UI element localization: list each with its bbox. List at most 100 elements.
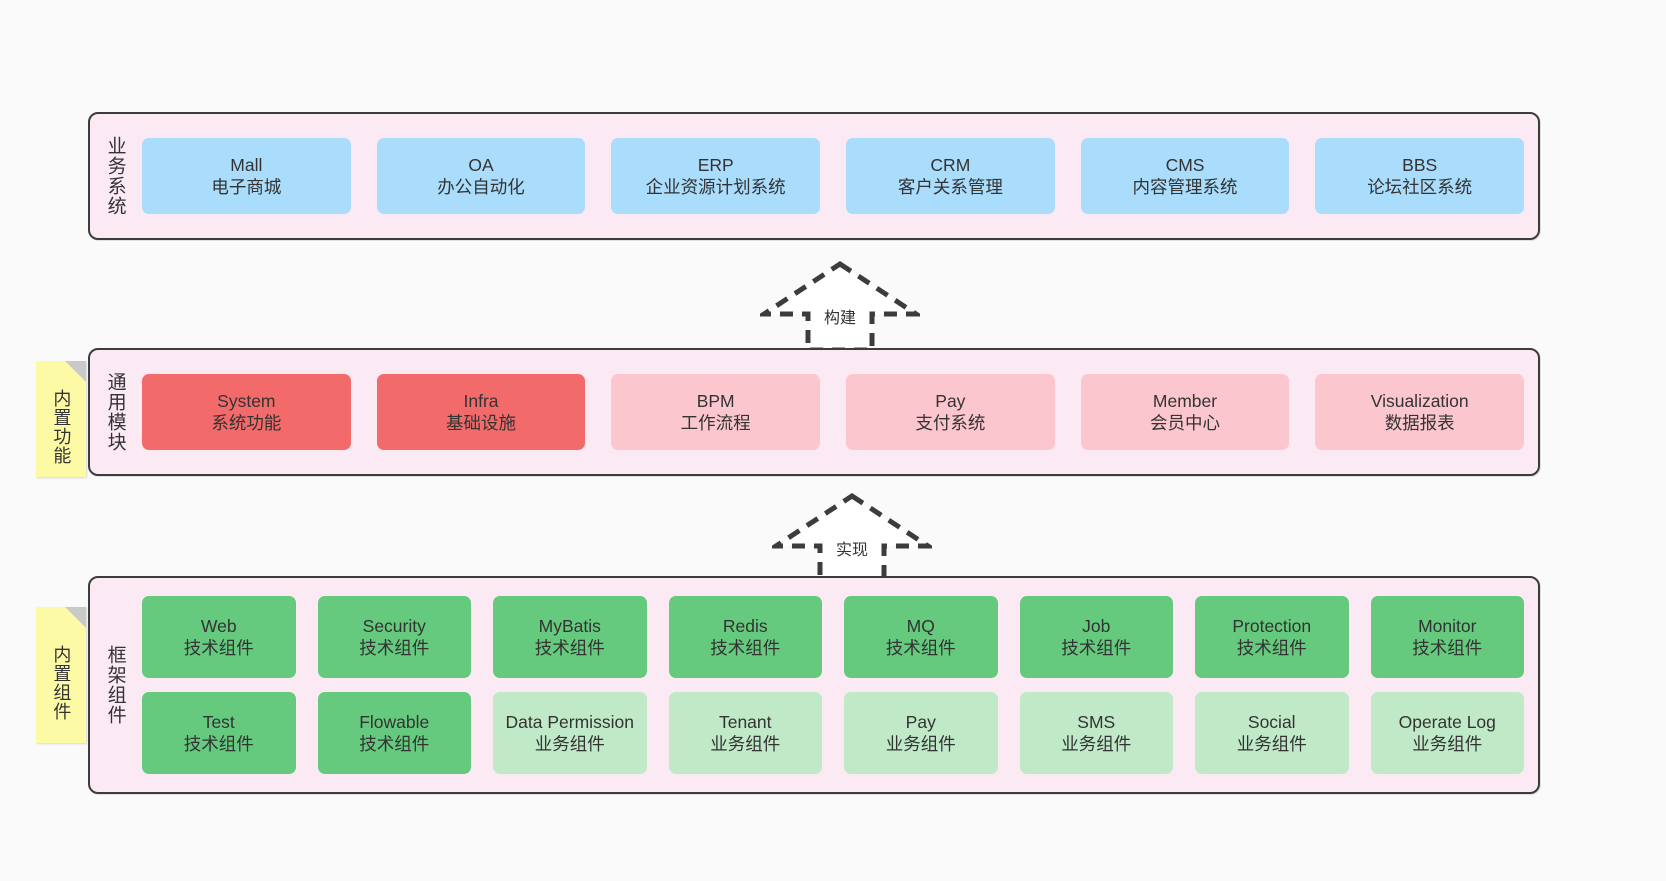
card-title: Pay xyxy=(905,711,936,732)
layer-business-body: Mall 电子商城 OA 办公自动化 ERP 企业资源计划系统 CRM 客户关系… xyxy=(134,114,1538,238)
card-title: Infra xyxy=(463,390,499,411)
card-subtitle: 技术组件 xyxy=(534,638,605,658)
layer-framework-title: 框架组件 xyxy=(104,645,126,725)
card-infra[interactable]: Infra 基础设施 xyxy=(376,374,586,450)
framework-tech-row: Web 技术组件 Security 技术组件 MyBatis 技术组件 Redi… xyxy=(142,596,1524,678)
card-title: SMS xyxy=(1077,711,1116,732)
card-title: MyBatis xyxy=(538,615,601,636)
card-system[interactable]: System 系统功能 xyxy=(142,374,351,450)
card-subtitle: 工作流程 xyxy=(680,413,751,433)
card-subtitle: 技术组件 xyxy=(1236,638,1307,658)
card-title: Job xyxy=(1082,615,1111,636)
card-flowable[interactable]: Flowable 技术组件 xyxy=(317,692,471,774)
card-subtitle: 技术组件 xyxy=(1061,638,1132,658)
card-subtitle: 数据报表 xyxy=(1384,413,1455,433)
arrow-build: 构建 xyxy=(760,258,920,354)
sticky-note-label: 内置功能 xyxy=(51,389,72,465)
card-title: Protection xyxy=(1232,615,1312,636)
card-title: BPM xyxy=(696,390,735,411)
card-subtitle: 会员中心 xyxy=(1150,413,1221,433)
card-test[interactable]: Test 技术组件 xyxy=(142,692,296,774)
card-title: Monitor xyxy=(1418,615,1477,636)
card-job[interactable]: Job 技术组件 xyxy=(1019,596,1173,678)
card-subtitle: 企业资源计划系统 xyxy=(645,177,786,197)
business-card-row: Mall 电子商城 OA 办公自动化 ERP 企业资源计划系统 CRM 客户关系… xyxy=(142,138,1525,214)
layer-business-title: 业务系统 xyxy=(104,136,126,216)
card-title: CMS xyxy=(1165,154,1205,175)
layer-business-systems: 业务系统 Mall 电子商城 OA 办公自动化 ERP 企业资源计划系统 CRM… xyxy=(88,112,1540,240)
card-web[interactable]: Web 技术组件 xyxy=(142,596,296,678)
card-title: Visualization xyxy=(1370,390,1469,411)
card-subtitle: 业务组件 xyxy=(885,734,956,754)
card-cms[interactable]: CMS 内容管理系统 xyxy=(1080,138,1290,214)
card-subtitle: 业务组件 xyxy=(1236,734,1307,754)
card-subtitle: 内容管理系统 xyxy=(1132,177,1238,197)
card-mybatis[interactable]: MyBatis 技术组件 xyxy=(493,596,647,678)
card-subtitle: 技术组件 xyxy=(183,638,254,658)
card-title: Tenant xyxy=(718,711,772,732)
arrow-realize: 实现 xyxy=(772,490,932,586)
card-title: Member xyxy=(1152,390,1218,411)
card-title: MQ xyxy=(906,615,935,636)
card-subtitle: 业务组件 xyxy=(534,734,605,754)
card-mq[interactable]: MQ 技术组件 xyxy=(844,596,998,678)
card-subtitle: 电子商城 xyxy=(211,177,282,197)
card-subtitle: 技术组件 xyxy=(359,734,430,754)
card-bbs[interactable]: BBS 论坛社区系统 xyxy=(1315,138,1525,214)
card-subtitle: 论坛社区系统 xyxy=(1367,177,1473,197)
card-title: Flowable xyxy=(359,711,430,732)
card-subtitle: 系统功能 xyxy=(211,413,282,433)
card-title: Redis xyxy=(722,615,768,636)
card-monitor[interactable]: Monitor 技术组件 xyxy=(1370,596,1524,678)
card-subtitle: 客户关系管理 xyxy=(897,177,1003,197)
layer-common-body: System 系统功能 Infra 基础设施 BPM 工作流程 Pay 支付系统… xyxy=(134,350,1538,474)
card-visualization[interactable]: Visualization 数据报表 xyxy=(1315,374,1525,450)
card-subtitle: 业务组件 xyxy=(710,734,781,754)
card-title: System xyxy=(217,390,276,411)
card-title: Social xyxy=(1247,711,1296,732)
card-subtitle: 支付系统 xyxy=(915,413,986,433)
card-protection[interactable]: Protection 技术组件 xyxy=(1195,596,1349,678)
card-bpm[interactable]: BPM 工作流程 xyxy=(611,374,821,450)
card-tenant[interactable]: Tenant 业务组件 xyxy=(668,692,822,774)
sticky-note-builtin-components: 内置组件 xyxy=(36,607,86,743)
card-title: Test xyxy=(202,711,235,732)
card-member[interactable]: Member 会员中心 xyxy=(1080,374,1290,450)
card-subtitle: 技术组件 xyxy=(183,734,254,754)
card-subtitle: 技术组件 xyxy=(885,638,956,658)
card-redis[interactable]: Redis 技术组件 xyxy=(668,596,822,678)
sticky-note-builtin-features: 内置功能 xyxy=(36,361,86,477)
card-title: Security xyxy=(362,615,426,636)
common-card-row: System 系统功能 Infra 基础设施 BPM 工作流程 Pay 支付系统… xyxy=(142,374,1525,450)
card-subtitle: 办公自动化 xyxy=(437,177,525,197)
card-title: CRM xyxy=(930,154,971,175)
card-mall[interactable]: Mall 电子商城 xyxy=(142,138,351,214)
card-crm[interactable]: CRM 客户关系管理 xyxy=(846,138,1055,214)
card-title: Web xyxy=(200,615,237,636)
card-pay-component[interactable]: Pay 业务组件 xyxy=(844,692,998,774)
card-sms[interactable]: SMS 业务组件 xyxy=(1019,692,1173,774)
card-title: Data Permission xyxy=(505,711,634,732)
card-erp[interactable]: ERP 企业资源计划系统 xyxy=(611,138,821,214)
card-title: Pay xyxy=(935,390,966,411)
card-social[interactable]: Social 业务组件 xyxy=(1195,692,1349,774)
framework-business-row: Test 技术组件 Flowable 技术组件 Data Permission … xyxy=(142,692,1524,774)
card-title: Mall xyxy=(230,154,263,175)
card-title: ERP xyxy=(697,154,734,175)
card-subtitle: 业务组件 xyxy=(1061,734,1132,754)
layer-framework-body: Web 技术组件 Security 技术组件 MyBatis 技术组件 Redi… xyxy=(134,578,1538,792)
sticky-note-label: 内置组件 xyxy=(51,645,72,721)
card-title: OA xyxy=(468,154,494,175)
card-subtitle: 技术组件 xyxy=(710,638,781,658)
card-operate-log[interactable]: Operate Log 业务组件 xyxy=(1370,692,1524,774)
card-oa[interactable]: OA 办公自动化 xyxy=(376,138,586,214)
card-subtitle: 技术组件 xyxy=(1412,638,1483,658)
layer-common-modules: 通用模块 System 系统功能 Infra 基础设施 BPM 工作流程 Pay… xyxy=(88,348,1540,476)
card-subtitle: 基础设施 xyxy=(446,413,516,433)
card-pay[interactable]: Pay 支付系统 xyxy=(846,374,1055,450)
card-subtitle: 业务组件 xyxy=(1412,734,1483,754)
card-data-permission[interactable]: Data Permission 业务组件 xyxy=(493,692,647,774)
layer-framework-components: 框架组件 Web 技术组件 Security 技术组件 MyBatis 技术组件… xyxy=(88,576,1540,794)
card-subtitle: 技术组件 xyxy=(359,638,430,658)
card-security[interactable]: Security 技术组件 xyxy=(317,596,471,678)
